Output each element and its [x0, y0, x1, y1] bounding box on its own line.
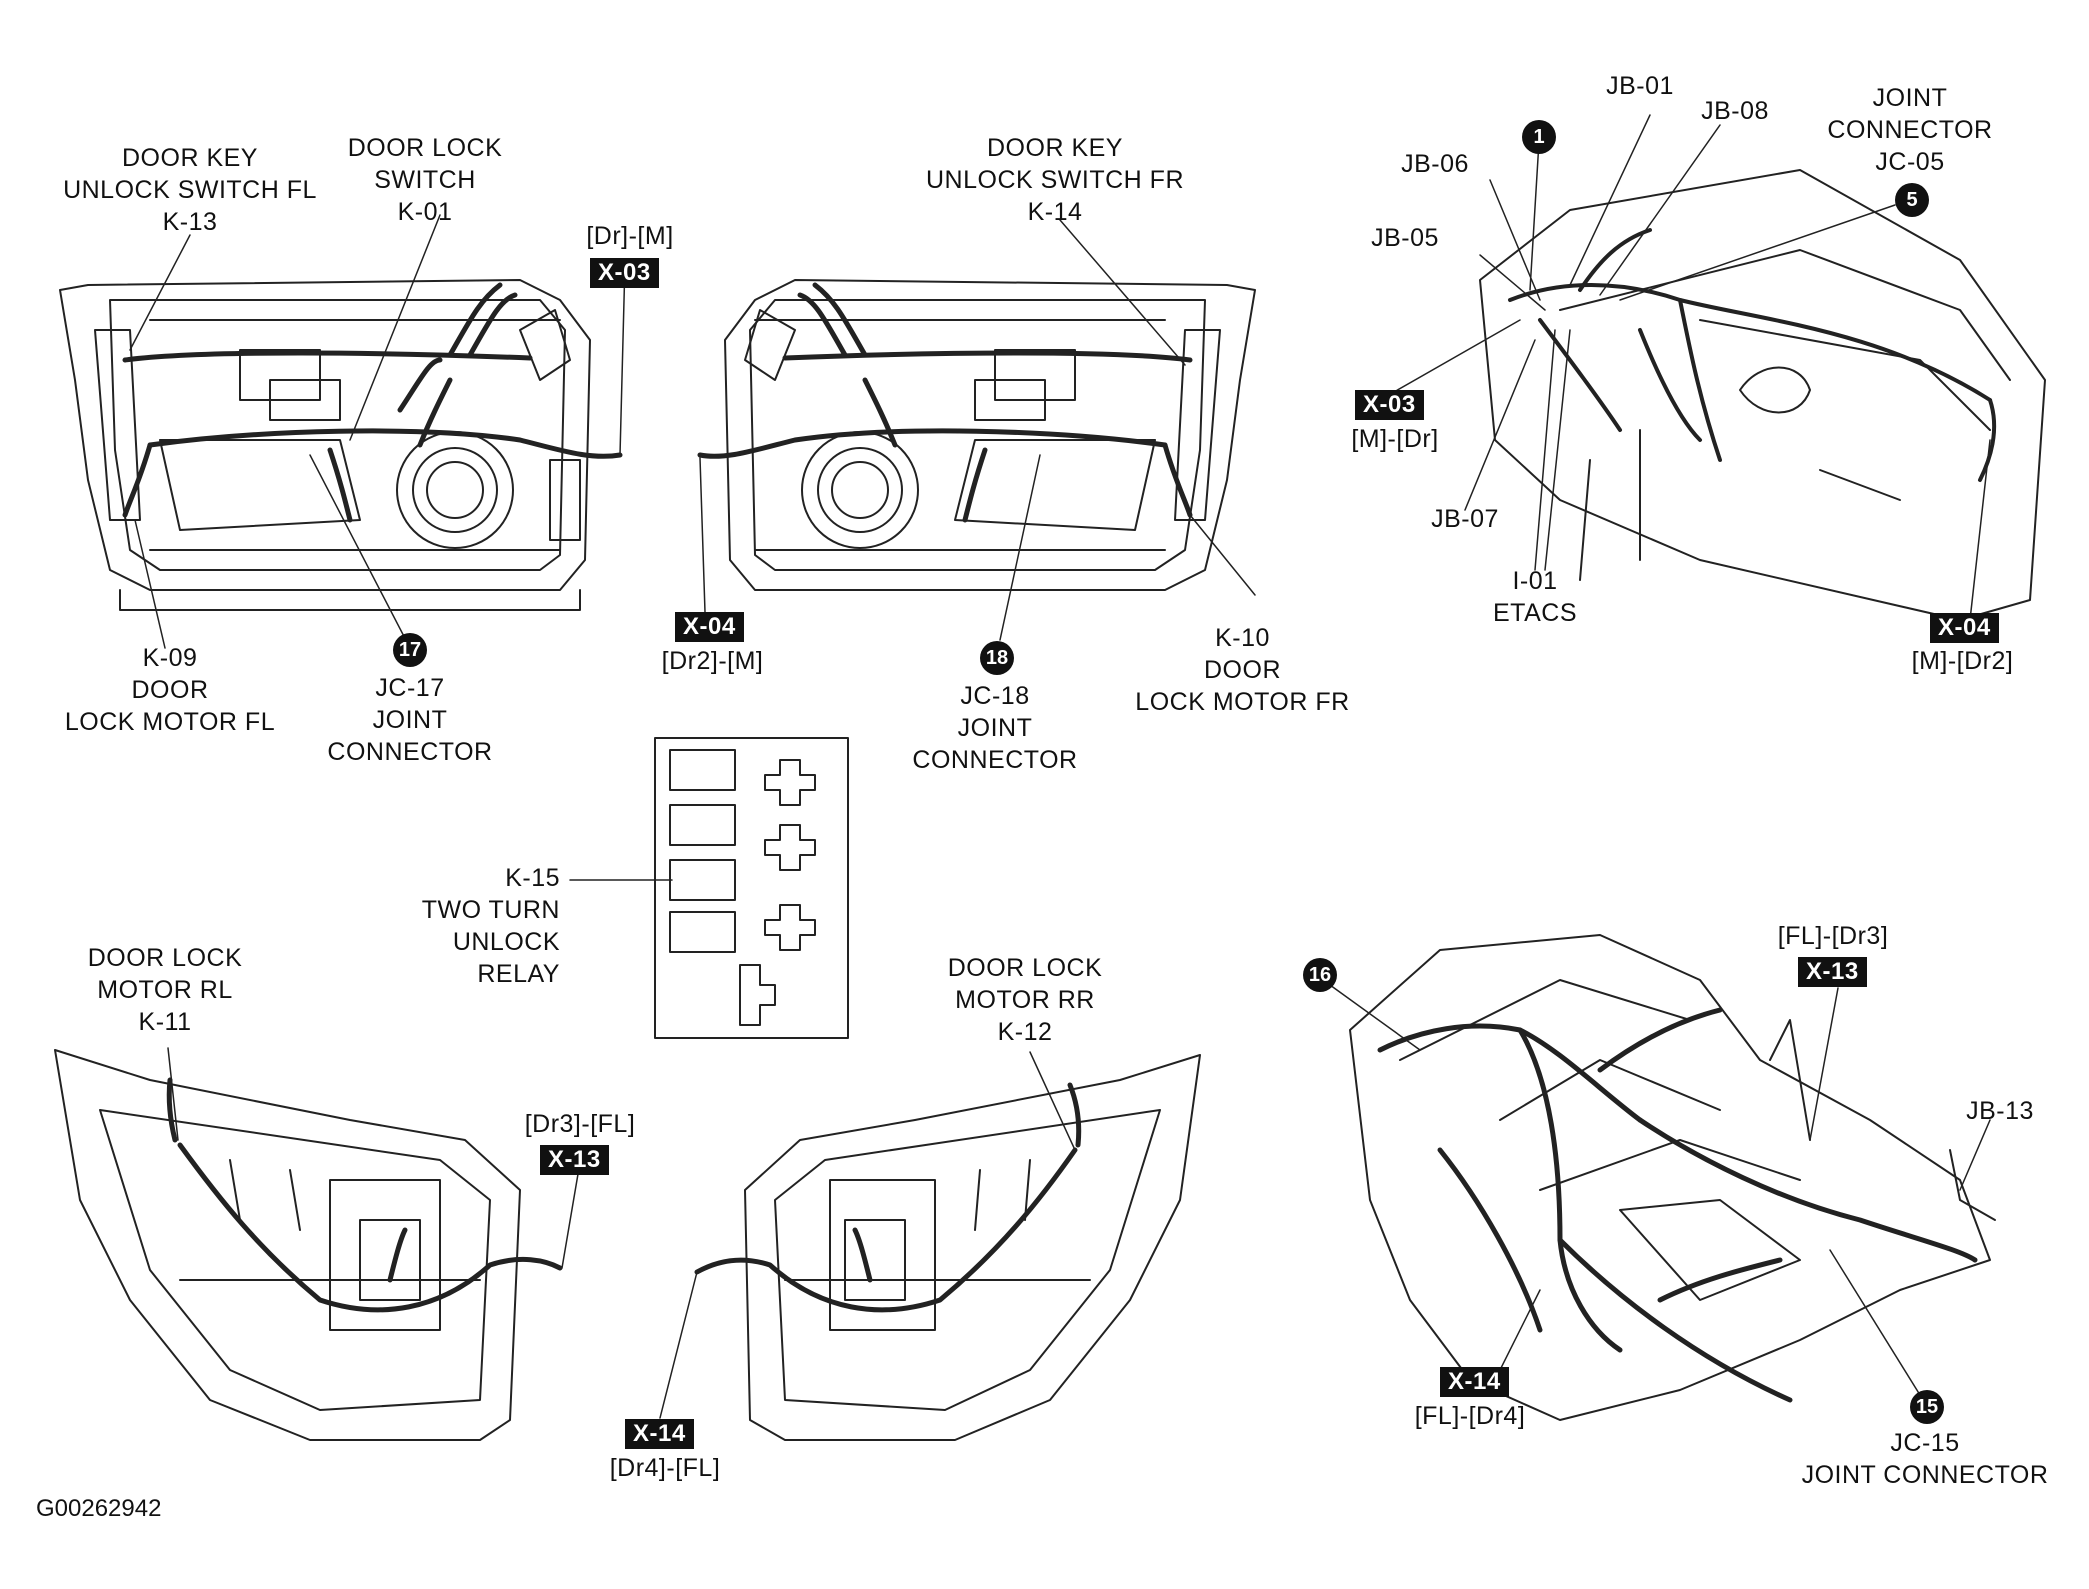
rear-right-leaders — [659, 1051, 1076, 1419]
rear-left-door — [54, 1049, 521, 1441]
x13-rear-connector-label: [Dr3]-[FL] — [524, 1110, 636, 1138]
k10-door-lock-motor-fr-label: K-10 DOOR LOCK MOTOR FR — [1135, 624, 1350, 716]
figure-code: G00262942 — [36, 1495, 162, 1522]
front-left-door — [59, 279, 591, 611]
jb08-label: JB-08 — [1701, 97, 1769, 125]
dashboard — [1479, 169, 2046, 621]
front-right-door — [724, 279, 1256, 591]
floor-pan — [1349, 934, 1996, 1421]
x14-floor-tag: X-14 — [1440, 1367, 1509, 1397]
x04-dash-connector-label: [M]-[Dr2] — [1911, 647, 2014, 675]
x04-mid-connector-label: [Dr2]-[M] — [661, 647, 764, 675]
jc15-joint-connector-label: JC-15 JOINT CONNECTOR — [1801, 1429, 2049, 1489]
k11-door-lock-motor-rl-label: DOOR LOCK MOTOR RL K-11 — [87, 944, 243, 1036]
jb01-label: JB-01 — [1606, 72, 1674, 100]
jb13-label: JB-13 — [1966, 1097, 2034, 1125]
i01-etacs-label: I-01 ETACS — [1493, 567, 1577, 627]
jb05-label: JB-05 — [1371, 224, 1439, 252]
callout-5: 5 — [1895, 183, 1929, 217]
k09-door-lock-motor-fl-label: K-09 DOOR LOCK MOTOR FL — [64, 644, 276, 736]
front-right-leaders — [699, 219, 1256, 641]
callout-1: 1 — [1522, 120, 1556, 154]
k15-two-turn-unlock-relay-label: K-15 TWO TURN UNLOCK RELAY — [421, 864, 560, 988]
x03-top-tag: X-03 — [590, 258, 659, 288]
relay-box — [654, 737, 849, 1039]
joint-connector-jc05-label: JOINT CONNECTOR JC-05 — [1827, 84, 1993, 176]
dashboard-leaders — [1379, 114, 1991, 621]
rear-right-door — [744, 1054, 1201, 1441]
x03-dash-connector-label: [M]-[Dr] — [1351, 425, 1439, 453]
front-right-harness — [697, 282, 1193, 523]
x13-floor-tag: X-13 — [1798, 957, 1867, 987]
x03-top-connector-label: [Dr]-[M] — [586, 222, 674, 250]
rear-right-harness — [694, 1082, 1082, 1313]
x14-floor-connector-label: [FL]-[Dr4] — [1414, 1402, 1526, 1430]
jc18-joint-connector-label: JC-18 JOINT CONNECTOR — [912, 682, 1078, 774]
callout-16: 16 — [1303, 958, 1337, 992]
jc17-joint-connector-label: JC-17 JOINT CONNECTOR — [327, 674, 493, 766]
k12-door-lock-motor-rr-label: DOOR LOCK MOTOR RR K-12 — [947, 954, 1103, 1046]
x14-rear-connector-label: [Dr4]-[FL] — [609, 1454, 721, 1482]
rear-left-harness — [166, 1077, 563, 1313]
jb06-label: JB-06 — [1401, 150, 1469, 178]
floor-leaders — [1329, 984, 1991, 1396]
door-key-unlock-switch-fl-label: DOOR KEY UNLOCK SWITCH FL K-13 — [63, 144, 317, 236]
callout-17: 17 — [393, 633, 427, 667]
callout-15: 15 — [1910, 1390, 1944, 1424]
x04-dash-tag: X-04 — [1930, 613, 1999, 643]
jb07-label: JB-07 — [1431, 505, 1499, 533]
x03-dash-tag: X-03 — [1355, 390, 1424, 420]
door-lock-switch-label: DOOR LOCK SWITCH K-01 — [347, 134, 503, 226]
front-left-leaders — [129, 214, 626, 649]
callout-18: 18 — [980, 641, 1014, 675]
x13-floor-connector-label: [FL]-[Dr3] — [1777, 922, 1889, 950]
x14-rear-tag: X-14 — [625, 1419, 694, 1449]
rear-left-leaders — [167, 1047, 579, 1269]
x04-mid-tag: X-04 — [675, 612, 744, 642]
door-key-unlock-switch-fr-label: DOOR KEY UNLOCK SWITCH FR K-14 — [926, 134, 1184, 226]
x13-rear-tag: X-13 — [540, 1145, 609, 1175]
floor-harness — [1377, 1007, 1978, 1403]
dashboard-harness — [1508, 228, 1997, 482]
front-left-harness — [122, 282, 623, 523]
